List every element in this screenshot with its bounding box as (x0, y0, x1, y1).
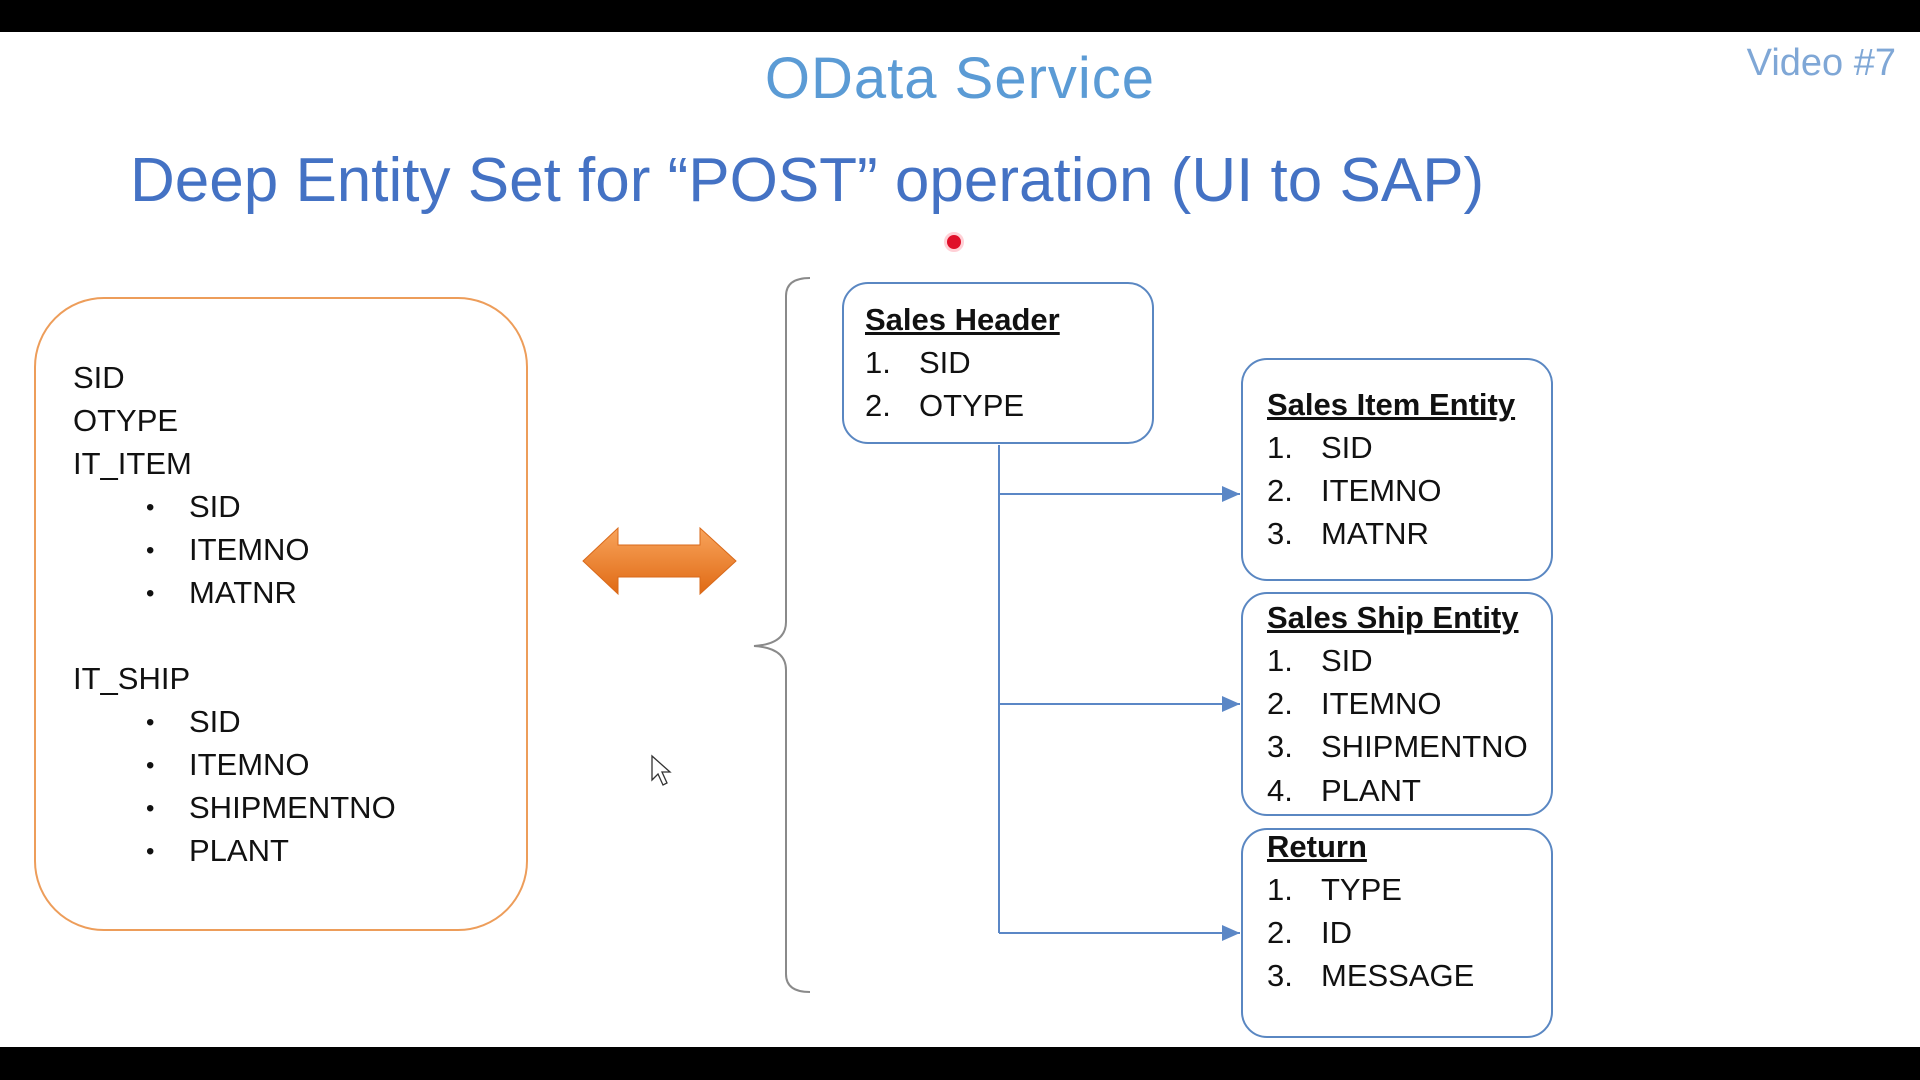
video-number-tag: Video #7 (1746, 42, 1896, 84)
payload-field-otype: OTYPE (73, 403, 179, 438)
entity-item-number: 2. (1267, 915, 1293, 950)
entity-box-return (1241, 828, 1553, 1038)
entity-item-value: SID (1321, 430, 1373, 465)
it-item-sid: SID (189, 489, 241, 524)
payload-field-sid: SID (73, 360, 125, 395)
payload-it-ship-label: IT_SHIP (73, 661, 191, 696)
entity-item-number: 2. (1267, 473, 1293, 508)
entity-item-number: 1. (865, 345, 891, 380)
payload-box (34, 297, 528, 931)
entity-item-number: 4. (1267, 773, 1293, 808)
entity-box-sales-item (1241, 358, 1553, 581)
entity-item-number: 1. (1267, 643, 1293, 678)
entity-item-value: ITEMNO (1321, 473, 1442, 508)
entity-item-number: 2. (1267, 686, 1293, 721)
entity-title-sales-ship: Sales Ship Entity (1267, 600, 1519, 635)
mouse-cursor-icon (651, 754, 672, 786)
entity-item-number: 1. (1267, 872, 1293, 907)
entity-title-sales-item: Sales Item Entity (1267, 387, 1516, 422)
subtitle-odata-service: OData Service (764, 46, 1156, 111)
double-arrow-icon (582, 526, 737, 596)
entity-title-sales-header: Sales Header (865, 302, 1060, 337)
entity-item-number: 3. (1267, 729, 1293, 764)
it-ship-sid: SID (189, 704, 241, 739)
bullet: • (146, 795, 155, 822)
entity-item-value: MESSAGE (1321, 958, 1475, 993)
it-ship-plant: PLANT (189, 833, 289, 868)
bullet: • (146, 537, 155, 564)
entity-item-number: 3. (1267, 958, 1293, 993)
entity-item-value: MATNR (1321, 516, 1429, 551)
it-item-itemno: ITEMNO (189, 532, 310, 567)
entity-item-value: OTYPE (919, 388, 1025, 423)
it-ship-itemno: ITEMNO (189, 747, 310, 782)
entity-item-value: TYPE (1321, 872, 1402, 907)
it-item-matnr: MATNR (189, 575, 297, 610)
slide-canvas (0, 32, 1920, 1047)
entity-box-sales-header (842, 282, 1154, 444)
entity-box-sales-ship (1241, 592, 1553, 816)
entity-item-value: SID (919, 345, 971, 380)
bullet: • (146, 838, 155, 865)
entity-item-value: ID (1321, 915, 1352, 950)
payload-it-item-label: IT_ITEM (73, 446, 192, 481)
entity-item-value: SHIPMENTNO (1321, 729, 1528, 764)
bullet: • (146, 494, 155, 521)
bullet: • (146, 752, 155, 779)
entity-title-return: Return (1267, 829, 1367, 864)
it-ship-shipmentno: SHIPMENTNO (189, 790, 396, 825)
curly-brace-icon (753, 277, 811, 993)
entity-item-number: 2. (865, 388, 891, 423)
entity-item-value: SID (1321, 643, 1373, 678)
recording-indicator (944, 232, 964, 252)
bullet: • (146, 580, 155, 607)
entity-item-value: PLANT (1321, 773, 1421, 808)
entity-item-value: ITEMNO (1321, 686, 1442, 721)
entity-item-number: 3. (1267, 516, 1293, 551)
bullet: • (146, 709, 155, 736)
main-title: Deep Entity Set for “POST” operation (UI… (130, 146, 1485, 215)
entity-item-number: 1. (1267, 430, 1293, 465)
